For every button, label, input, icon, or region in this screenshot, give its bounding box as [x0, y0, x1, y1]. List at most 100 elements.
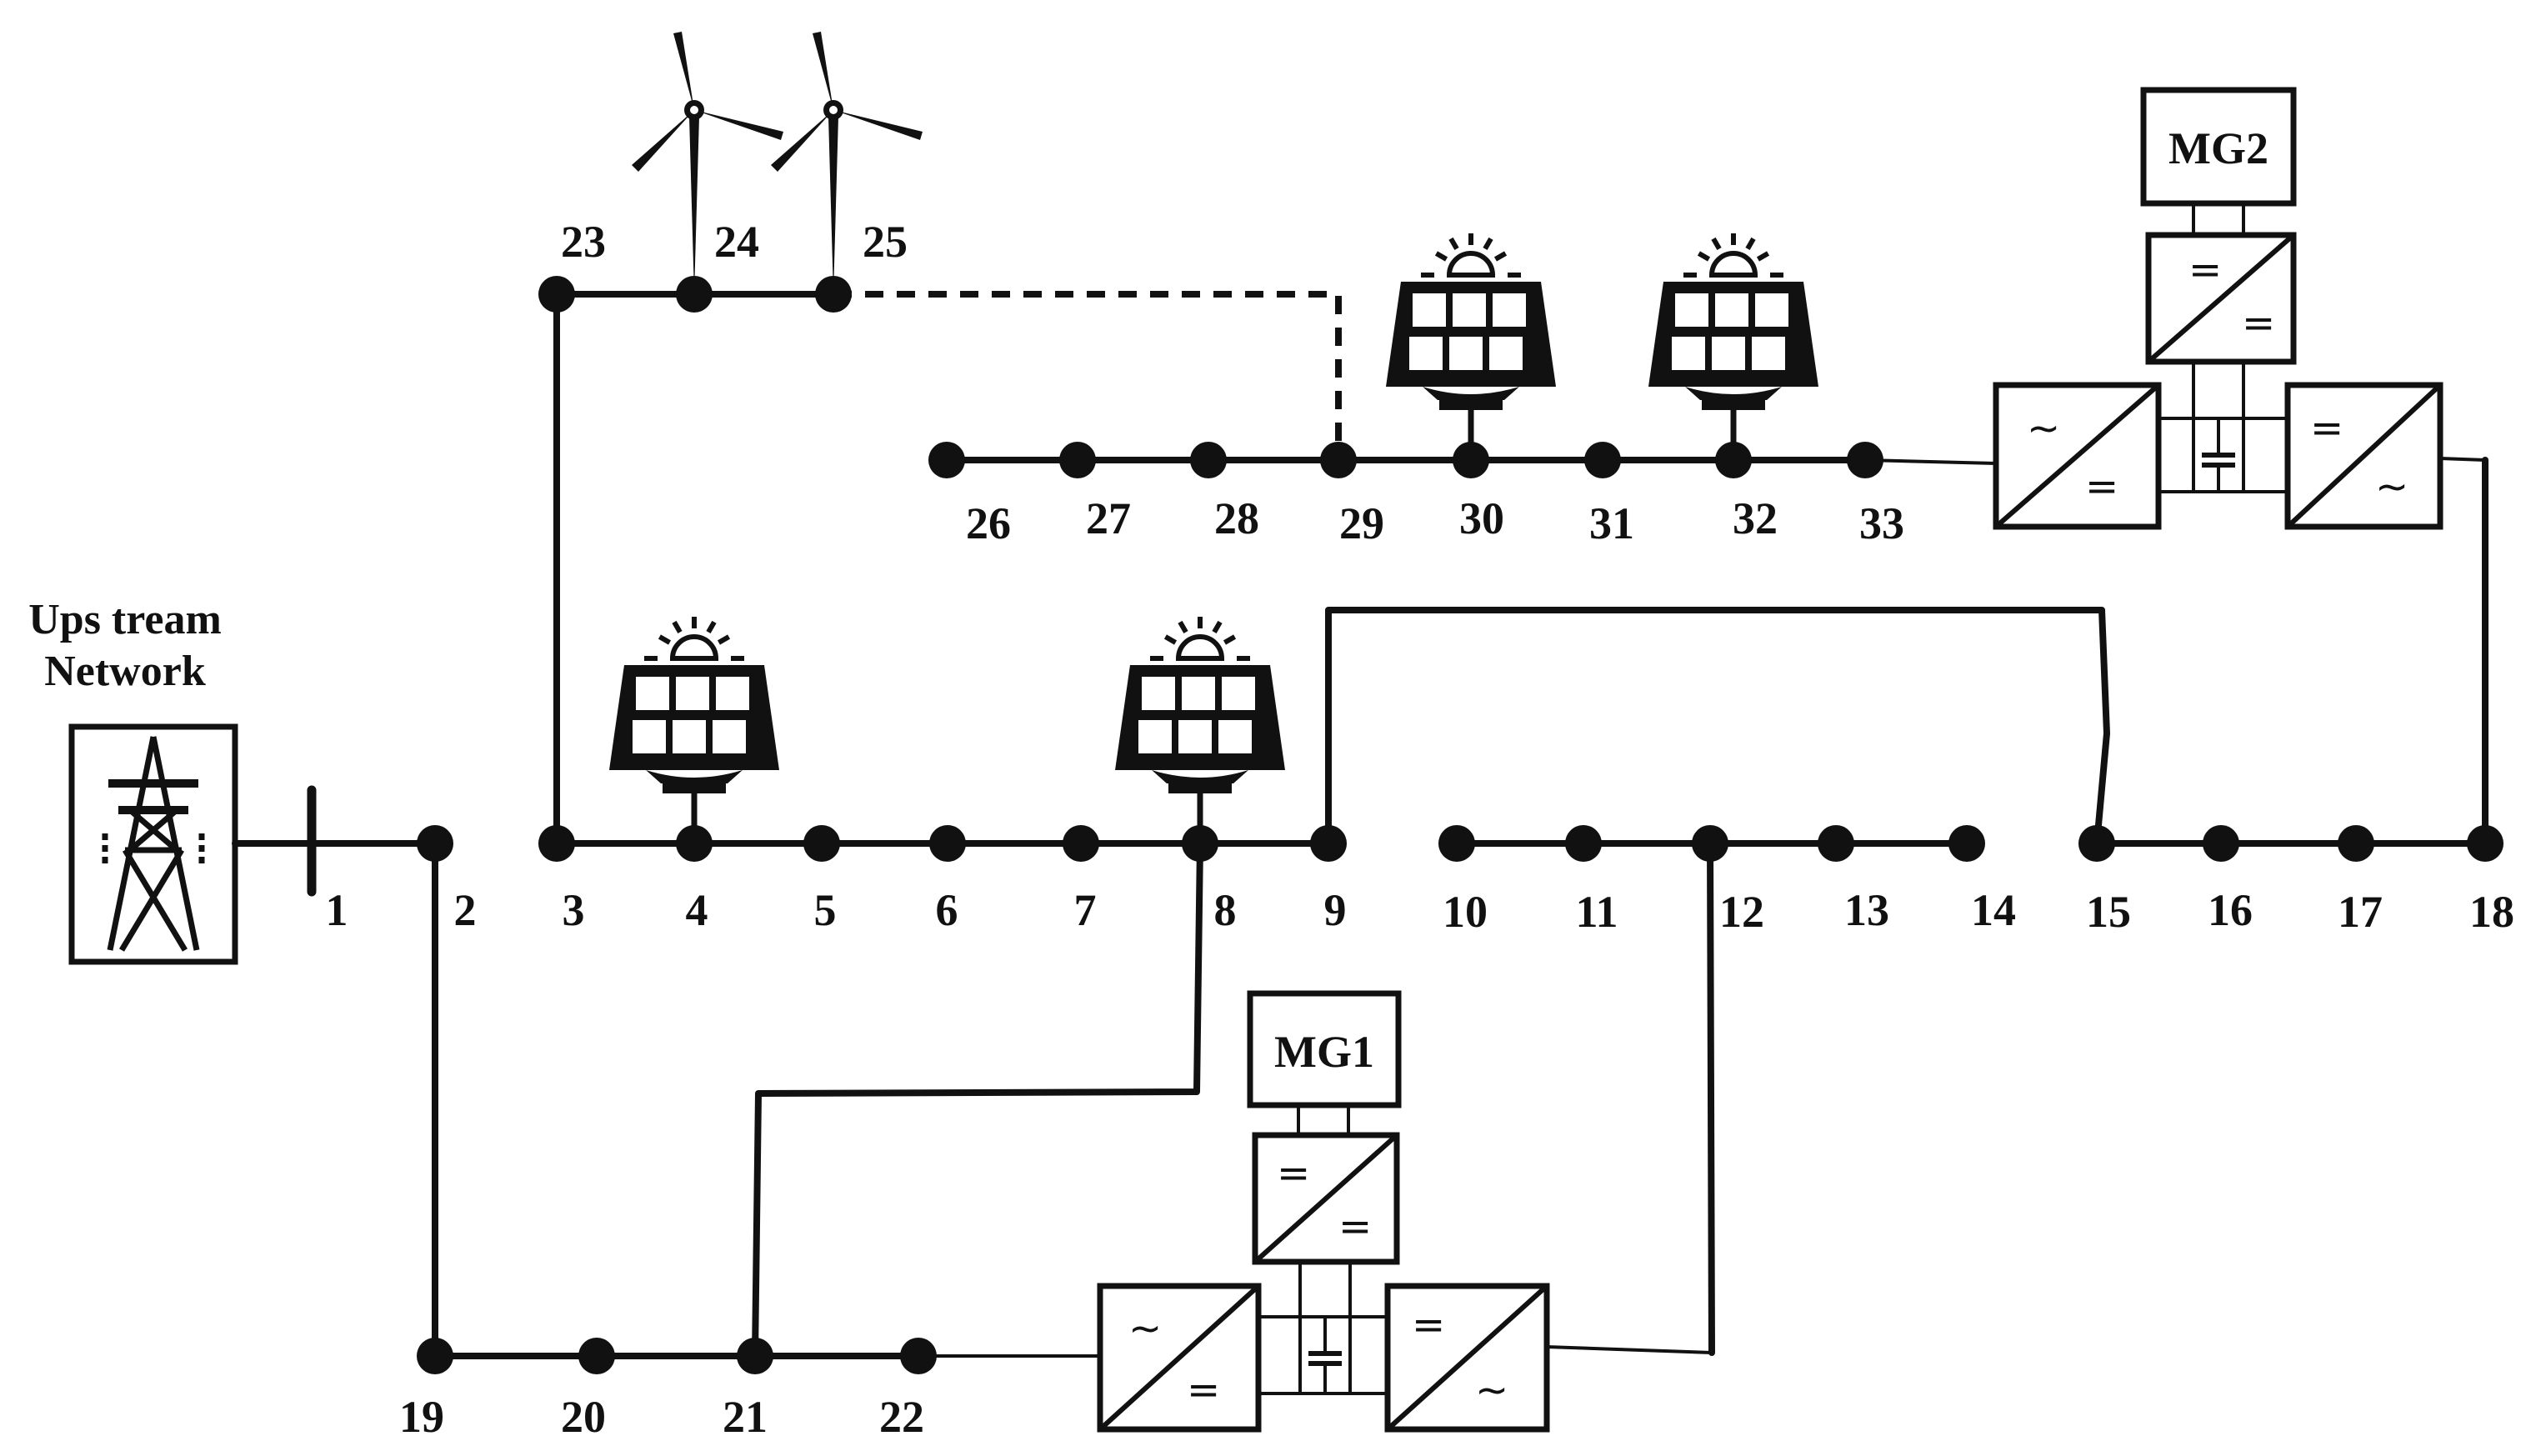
bus-node-23: [538, 276, 575, 313]
bus-label-33: 33: [1859, 498, 1904, 548]
svg-text:=: =: [1277, 1150, 1310, 1197]
bus-label-1: 1: [326, 885, 348, 935]
bus-layer: [417, 276, 2503, 1374]
svg-text:=: =: [2310, 405, 2343, 452]
svg-text:=: =: [2242, 300, 2275, 347]
bus-node-16: [2203, 825, 2239, 862]
bus-node-5: [803, 825, 840, 862]
bus-node-8: [1182, 825, 1218, 862]
bus-node-27: [1059, 442, 1096, 478]
bus-label-13: 13: [1844, 885, 1889, 935]
bus-label-29: 29: [1339, 498, 1384, 548]
bus-node-20: [578, 1338, 615, 1374]
bus-node-6: [929, 825, 966, 862]
svg-text:=: =: [2188, 247, 2222, 293]
svg-text:~: ~: [1128, 1305, 1162, 1352]
bus-label-22: 22: [879, 1392, 924, 1442]
bus-label-14: 14: [1971, 885, 2016, 935]
transmission-tower-icon: [102, 736, 205, 952]
bus-label-12: 12: [1719, 887, 1764, 937]
bus-label-7: 7: [1074, 885, 1097, 935]
wind-turbine-icon: [632, 32, 783, 294]
solar-panel-icon: [1115, 617, 1285, 843]
bus-label-31: 31: [1589, 498, 1634, 548]
bus-node-18: [2467, 825, 2503, 862]
bus-label-3: 3: [563, 885, 585, 935]
bus-node-24: [676, 276, 713, 313]
bus-node-10: [1438, 825, 1475, 862]
bus-label-11: 11: [1575, 887, 1618, 937]
bus-label-25: 25: [863, 217, 908, 267]
pv-group: [609, 233, 1818, 843]
svg-text:~: ~: [1475, 1367, 1508, 1413]
upstream-title-line1: Ups tream: [28, 596, 222, 643]
bus-node-17: [2338, 825, 2374, 862]
mg2-assembly: MG2 = = ~ = = ~: [1993, 87, 2443, 530]
bus-label-19: 19: [399, 1392, 444, 1442]
bus-node-25: [815, 276, 852, 313]
bus-label-10: 10: [1443, 887, 1488, 937]
bus-node-15: [2078, 825, 2115, 862]
bus-node-22: [900, 1338, 937, 1374]
svg-text:=: =: [1412, 1302, 1445, 1348]
converter-icon: = =: [1252, 1132, 1400, 1265]
bus-node-7: [1063, 825, 1099, 862]
upstream-network: Ups tream Network: [28, 596, 238, 965]
bus-label-17: 17: [2338, 887, 2383, 937]
converter-icon: = ~: [1384, 1283, 1550, 1433]
bus-node-21: [737, 1338, 773, 1374]
converter-icon: = =: [2145, 232, 2297, 365]
bus-node-29: [1320, 442, 1357, 478]
svg-text:=: =: [1338, 1203, 1372, 1250]
mg2-box: [2140, 87, 2297, 207]
bus-label-4: 4: [686, 885, 708, 935]
bus-label-23: 23: [561, 217, 606, 267]
bus-node-12: [1692, 825, 1728, 862]
bus-label-26: 26: [966, 498, 1011, 548]
wind-turbine-icon: [771, 32, 923, 294]
upstream-title-line2: Network: [44, 648, 206, 695]
bus-label-28: 28: [1214, 493, 1259, 543]
bus-label-5: 5: [814, 885, 837, 935]
svg-text:=: =: [1187, 1367, 1220, 1413]
bus-label-24: 24: [714, 217, 759, 267]
bus-node-14: [1948, 825, 1985, 862]
mg1-label: MG1: [1274, 1027, 1374, 1077]
bus-node-28: [1190, 442, 1227, 478]
bus-label-27: 27: [1086, 493, 1131, 543]
bus-label-2: 2: [454, 885, 477, 935]
bus-label-6: 6: [936, 885, 958, 935]
svg-text:~: ~: [2027, 405, 2060, 452]
mg2-label: MG2: [2168, 123, 2268, 173]
solar-panel-icon: [609, 617, 779, 843]
bus-label-18: 18: [2469, 887, 2514, 937]
bus-label-21: 21: [723, 1392, 768, 1442]
bus-node-31: [1584, 442, 1621, 478]
mg1-assembly: MG1 = = ~ = = ~: [1097, 990, 1550, 1433]
bus-label-15: 15: [2086, 887, 2131, 937]
converter-icon: ~ =: [1097, 1283, 1262, 1433]
mg1-box: [1247, 990, 1402, 1108]
svg-text:~: ~: [2375, 463, 2408, 510]
bus-node-26: [928, 442, 965, 478]
bus-label-9: 9: [1324, 885, 1347, 935]
bus-node-32: [1715, 442, 1752, 478]
bus-label-30: 30: [1459, 493, 1504, 543]
solar-panel-icon: [1386, 233, 1556, 460]
bus-node-30: [1453, 442, 1489, 478]
bus-label-8: 8: [1214, 885, 1237, 935]
bus-node-2: [417, 825, 453, 862]
solar-panel-icon: [1648, 233, 1818, 460]
converter-icon: = ~: [2284, 382, 2443, 530]
converter-icon: ~ =: [1993, 382, 2162, 530]
svg-text:=: =: [2085, 463, 2118, 510]
upstream-box: [68, 723, 238, 965]
bus-node-19: [417, 1338, 453, 1374]
bus-label-16: 16: [2208, 885, 2253, 935]
bus-label-32: 32: [1733, 493, 1778, 543]
bus-node-4: [676, 825, 713, 862]
bus-node-11: [1565, 825, 1602, 862]
bus-node-3: [538, 825, 575, 862]
